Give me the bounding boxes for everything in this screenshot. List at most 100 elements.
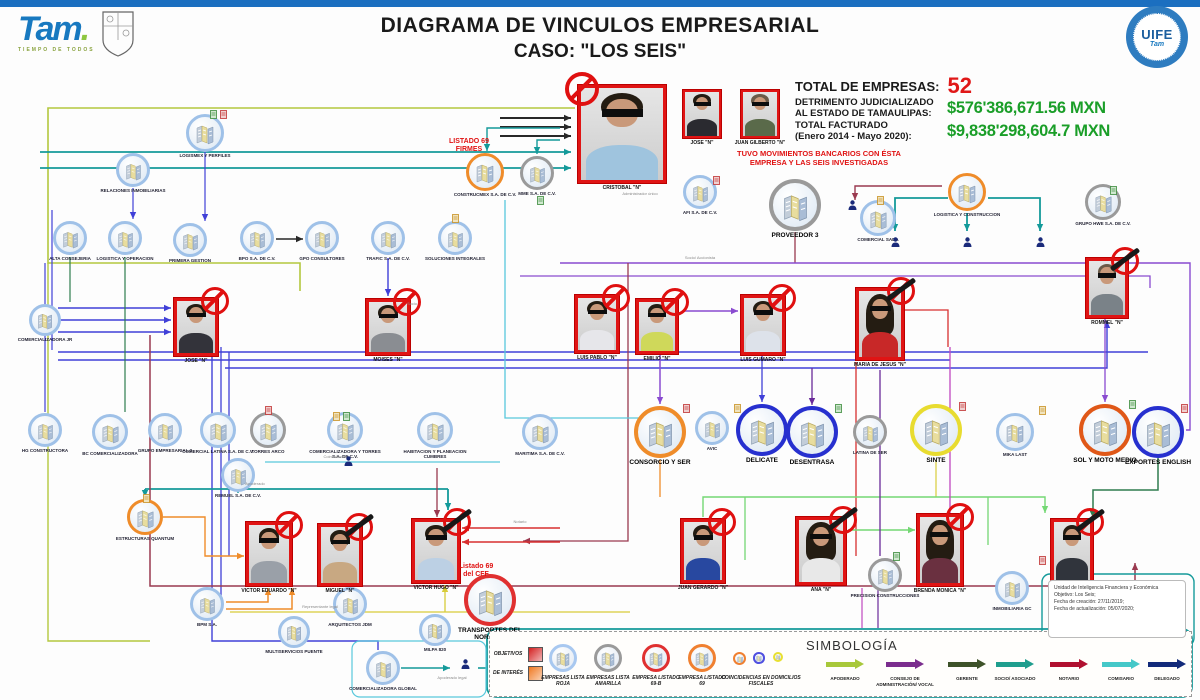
person-label: JOSE "N" [184, 358, 208, 364]
edge-arrowhead [1101, 395, 1109, 402]
edge-arrowhead [164, 304, 171, 312]
company-label: MULTISERVICIOS PUENTE [265, 649, 323, 654]
group-border [351, 640, 487, 698]
person-torso [641, 332, 673, 351]
legend-arrow-label: CONSEJO DE ADMINISTRACIÓN/ VOCAL [876, 676, 934, 687]
edge-arrowhead [533, 147, 541, 154]
certificate-minor-icon [1039, 402, 1046, 420]
edge-arrowhead [731, 307, 738, 315]
person-torso [922, 557, 958, 583]
person-torso [687, 119, 717, 136]
person-minor-icon [848, 198, 857, 216]
prohibition-icon [443, 508, 471, 536]
edge-arrowhead [564, 164, 571, 172]
person-photo [856, 288, 904, 360]
certificate-minor-icon [452, 210, 459, 228]
legend-circle-label: EMPRESA LISTADO 69-B [632, 675, 680, 687]
prohibition-icon [708, 508, 736, 536]
certificate-minor-icon [537, 192, 544, 210]
company-node [148, 413, 182, 447]
person-minor-icon [344, 454, 353, 472]
prohibition-icon [393, 288, 421, 316]
company-label: DELICATE [745, 457, 779, 464]
person-node [318, 513, 373, 586]
company-label: GRUPO EMPRESARIAL 2 [137, 448, 193, 453]
company-label: BC COMERCIALIZADORA [82, 451, 138, 456]
person-node [1051, 508, 1104, 583]
edge-arrowhead [851, 193, 859, 200]
company-label: MME S.A. DE C.V. [518, 191, 556, 196]
certificate-minor-icon [333, 408, 340, 426]
prohibition-icon [887, 277, 915, 305]
company-label: RELACIONES INMOBILIARIAS [100, 188, 166, 193]
company-label: HG CONSTRUCTORA [21, 448, 69, 453]
company-label: LOGISTICA Y CONSTRUCCION [933, 212, 1001, 217]
legend-swatch [528, 647, 543, 662]
person-photo [681, 519, 725, 583]
person-node [856, 277, 915, 360]
person-photo [412, 519, 460, 583]
legend-company-circle [642, 644, 670, 672]
company-label: ESTRUCTURAS QUANTUM [115, 536, 175, 541]
person-label: CRISTOBAL "N" [602, 185, 642, 191]
relationship-edge [225, 321, 1108, 369]
company-node [853, 415, 887, 449]
certificate-minor-icon [143, 490, 150, 508]
edge-label: Socio/ Accionista [684, 255, 716, 260]
person-label: ROMMEL "N" [1091, 320, 1123, 326]
person-torso [580, 330, 614, 350]
company-label: AFI S.A. DE C.V. [682, 210, 718, 215]
person-label: ANA "N" [810, 587, 832, 593]
legend-company-circle [549, 644, 577, 672]
edge-arrowhead [523, 537, 530, 545]
company-label: BPO S.A. DE C.V. [238, 256, 276, 261]
company-node [634, 406, 686, 458]
legend-arrow-label: SOCIO/ ASOCIADO [994, 676, 1036, 681]
relationship-edge [523, 263, 629, 542]
edge-arrowhead [164, 316, 171, 324]
company-node [1079, 404, 1131, 456]
company-label: REMUEL S.A. DE C.V. [214, 493, 261, 498]
company-node [786, 406, 838, 458]
edge-arrowhead [758, 395, 766, 402]
company-node [995, 571, 1029, 605]
person-photo [246, 522, 292, 586]
company-node [1132, 406, 1184, 458]
person-node [366, 288, 421, 355]
certificate-minor-icon [893, 548, 900, 566]
person-label: VICTOR EDUARDO "N" [241, 588, 297, 594]
edge-arrowhead [564, 132, 571, 140]
company-node [240, 221, 274, 255]
certificate-minor-icon [959, 398, 966, 416]
relationship-edge [486, 127, 560, 151]
page-title: DIAGRAMA DE VINCULOS EMPRESARIAL CASO: "… [300, 14, 900, 63]
edge-arrowhead [433, 510, 441, 517]
company-node [1085, 184, 1121, 220]
edge-arrowhead [808, 398, 816, 405]
company-label: SOL Y MOTO MEDIO [1073, 457, 1137, 464]
facturado-value: $9,838'298,604.7 MXN [947, 122, 1111, 140]
edge-arrowhead [296, 235, 303, 243]
tam-logo: Tam. TIEMPO DE TODOS [18, 12, 98, 64]
state-coat-of-arms [100, 10, 136, 63]
company-node [108, 221, 142, 255]
company-node [333, 587, 367, 621]
censor-bar [753, 310, 773, 315]
company-node [186, 114, 224, 152]
person-minor-icon [1036, 235, 1045, 253]
edge-arrowhead [483, 144, 491, 151]
person-label: MARIA DE JESUS "N" [853, 362, 907, 368]
prohibition-icon [275, 511, 303, 539]
legend-arrow-label: NOTARIO [1058, 676, 1080, 681]
person-torso [686, 557, 720, 580]
legend-circle-label: EMPRESA LISTADO 69 [678, 675, 726, 687]
person-label: BRENDA MONICA "N" [913, 588, 967, 594]
person-label: LUIS PABLO "N" [577, 355, 617, 361]
certificate-minor-icon [835, 400, 842, 418]
company-node [278, 616, 310, 648]
company-node [29, 304, 61, 336]
person-photo [578, 85, 666, 183]
edge-arrowhead [201, 214, 209, 221]
info-line-3: Fecha de creación: 27/11/2019; [1054, 599, 1124, 605]
